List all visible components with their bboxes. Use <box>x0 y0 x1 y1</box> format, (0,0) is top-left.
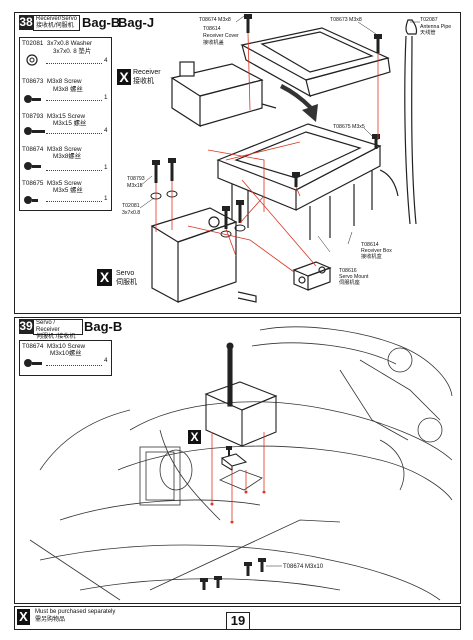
label-t08614: T08614 <box>203 26 221 32</box>
part-desc: M3x15 螺丝 <box>53 120 87 127</box>
part-code: T08674 M3x10 Screw <box>22 343 86 350</box>
label-receiver-cover-cn: 接收机盖 <box>203 40 224 46</box>
page-number: 19 <box>226 612 250 630</box>
label-receiver-cover: Receiver Cover <box>203 33 239 39</box>
bag-label: Bag-B <box>82 15 121 30</box>
label-t08793-size: M3x15 <box>127 183 143 189</box>
step-title-en: Receiver/Servo <box>36 16 78 22</box>
label-t08674: T08674 M3x10 <box>283 564 324 570</box>
label-receiver-box: Receiver Box <box>361 248 392 254</box>
label-t08675: T08675 M3x5 <box>333 124 365 130</box>
part-desc: M3x5 螺丝 <box>53 187 83 194</box>
part-code: T02081 3x7x0.8 Washer <box>22 40 93 47</box>
label-t08673: T08673 M3x8 <box>330 17 362 23</box>
part-qty: 4 <box>104 357 108 364</box>
label-servo-cn: 伺服机 <box>116 279 137 286</box>
label-t08614: T08614 <box>361 242 379 248</box>
part-qty: 1 <box>104 195 108 202</box>
part-desc: M3x8螺丝 <box>53 153 81 160</box>
label-t02081-size: 3x7x0.8 <box>122 210 141 216</box>
parts-list <box>19 340 112 376</box>
label-t08616: T08616 <box>339 268 357 274</box>
step-title-en: Servo / Receiver <box>36 320 60 333</box>
part-qty: 1 <box>104 94 108 101</box>
step-number: 39 <box>19 319 33 334</box>
leader-dots <box>46 133 102 134</box>
part-desc: M3x10螺丝 <box>50 350 82 357</box>
part-desc: M3x8 螺丝 <box>53 86 83 93</box>
part-desc: 3x7x0. 8 垫片 <box>53 48 92 55</box>
purchase-separately-icon: X <box>17 609 30 625</box>
bag-label: Bag-B <box>84 319 123 334</box>
step-number: 38 <box>19 15 33 30</box>
step-title-cn: 接收机/伺服机 <box>36 23 74 29</box>
step-title: Receiver/Servo 接收机/伺服机 <box>33 15 80 31</box>
parts-list <box>19 37 112 211</box>
part-code: T08673 M3x8 Screw <box>22 78 82 85</box>
step-title-cn: 伺服机 /接收机 <box>36 334 76 340</box>
label-t08793: T08793 <box>127 176 145 182</box>
leader-dots <box>46 201 102 202</box>
label-antenna-pipe: Antenna Pipe <box>420 24 452 30</box>
purchase-separately-icon: X <box>188 430 201 444</box>
label-receiver: Receiver <box>133 69 161 76</box>
footer-note-en: Must be purchased separately <box>35 609 116 615</box>
leader-dots <box>46 63 102 64</box>
leader-dots <box>46 100 102 101</box>
label-antenna-pipe-cn: 天线管 <box>420 30 436 36</box>
bag-label: Bag-J <box>118 15 155 30</box>
part-code: T08675 M3x5 Screw <box>22 180 82 187</box>
label-receiver-box-cn: 接收机盒 <box>361 254 382 260</box>
label-servo-mount-cn: 伺服机座 <box>339 280 360 286</box>
label-receiver-cn: 接收机 <box>133 78 154 85</box>
purchase-separately-icon: X <box>97 269 112 286</box>
step-title: Servo / Receiver 伺服机 /接收机 <box>33 319 83 340</box>
footer-note-cn: 需另购物品 <box>35 617 66 623</box>
part-code: T08793 M3x15 Screw <box>22 113 86 120</box>
part-qty: 1 <box>104 164 108 171</box>
purchase-separately-icon: X <box>117 69 131 85</box>
label-servo-mount: Servo Mount <box>339 274 369 280</box>
part-qty: 4 <box>104 127 108 134</box>
leader-dots <box>46 365 102 366</box>
part-qty: 4 <box>104 57 108 64</box>
leader-dots <box>46 170 102 171</box>
part-code: T08674 M3x8 Screw <box>22 146 82 153</box>
label-t02087: T02087 <box>420 17 438 23</box>
label-t08674: T08674 M3x8 <box>199 17 231 23</box>
label-servo: Servo <box>116 270 135 277</box>
label-t02081: T02081 <box>122 203 140 209</box>
